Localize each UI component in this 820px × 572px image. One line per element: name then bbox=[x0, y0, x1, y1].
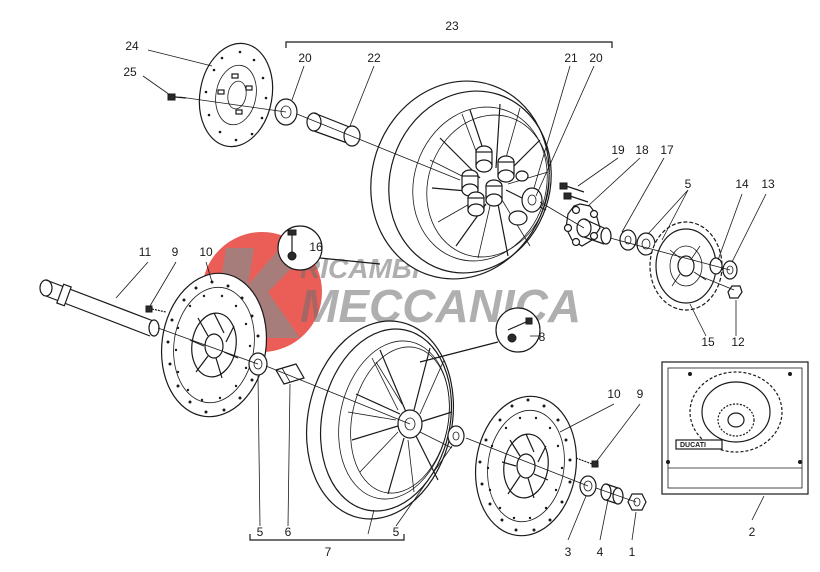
callout-16: 16 bbox=[309, 240, 323, 254]
callout-24: 24 bbox=[125, 39, 139, 53]
detail-circle-16 bbox=[277, 225, 381, 271]
callout-9-right: 9 bbox=[637, 387, 644, 401]
callout-2: 2 bbox=[749, 525, 756, 539]
sprocket-bolts-19 bbox=[559, 182, 589, 203]
callout-21: 21 bbox=[564, 51, 578, 65]
callout-13: 13 bbox=[761, 177, 775, 191]
bearing-5-right bbox=[447, 425, 465, 447]
callout-18: 18 bbox=[635, 143, 649, 157]
spacer-6 bbox=[275, 363, 305, 385]
front-wheel bbox=[305, 320, 455, 520]
spacer-tube-22 bbox=[306, 112, 361, 147]
leader-lines bbox=[115, 49, 767, 541]
callout-17: 17 bbox=[660, 143, 674, 157]
callout-8: 8 bbox=[539, 330, 546, 344]
callout-9-left: 9 bbox=[172, 245, 179, 259]
callout-3: 3 bbox=[565, 545, 572, 559]
callout-19: 19 bbox=[611, 143, 625, 157]
callout-11: 11 bbox=[139, 245, 152, 259]
sprocket-flange-18 bbox=[563, 203, 612, 247]
callout-labels: 23 24 25 20 22 21 20 19 18 17 5 14 13 15… bbox=[123, 19, 775, 559]
callout-1: 1 bbox=[629, 545, 636, 559]
callout-10-left: 10 bbox=[199, 245, 213, 259]
spacer-5-top bbox=[636, 232, 656, 256]
callout-23: 23 bbox=[445, 19, 459, 33]
callout-10-right: 10 bbox=[607, 387, 621, 401]
rear-sprocket-15 bbox=[649, 221, 723, 311]
rear-brake-disc bbox=[198, 42, 274, 148]
callout-20-left: 20 bbox=[298, 51, 312, 65]
callout-6: 6 bbox=[285, 525, 292, 539]
detail-circle-8 bbox=[419, 307, 541, 363]
callout-7: 7 bbox=[325, 545, 332, 559]
front-brake-disc-right bbox=[474, 395, 578, 537]
callout-20-right: 20 bbox=[589, 51, 603, 65]
bracket-7 bbox=[249, 534, 405, 541]
callout-5-bottom-right: 5 bbox=[393, 525, 400, 539]
bearing-21 bbox=[521, 187, 543, 213]
inset-brand-label: DUCATI bbox=[680, 442, 706, 449]
callout-5-bottom-left: 5 bbox=[257, 525, 264, 539]
sprocket-nut-12 bbox=[727, 285, 743, 299]
callout-22: 22 bbox=[367, 51, 381, 65]
inset-sprocket-cover: DUCATI bbox=[661, 361, 809, 495]
axle-nut-1 bbox=[627, 493, 647, 511]
front-brake-disc-left bbox=[160, 272, 268, 418]
callout-4: 4 bbox=[597, 545, 604, 559]
callout-14: 14 bbox=[735, 177, 749, 191]
disc-bolt-9-right bbox=[575, 457, 599, 468]
front-axle-11 bbox=[39, 279, 160, 337]
bracket-23 bbox=[285, 41, 613, 48]
disc-bolt-9-left bbox=[145, 305, 167, 313]
bearing-17 bbox=[619, 229, 637, 251]
callout-15: 15 bbox=[701, 335, 715, 349]
disc-bolt-25 bbox=[167, 93, 187, 101]
callout-12: 12 bbox=[731, 335, 745, 349]
callout-25: 25 bbox=[123, 65, 137, 79]
callout-5-top: 5 bbox=[685, 177, 692, 191]
